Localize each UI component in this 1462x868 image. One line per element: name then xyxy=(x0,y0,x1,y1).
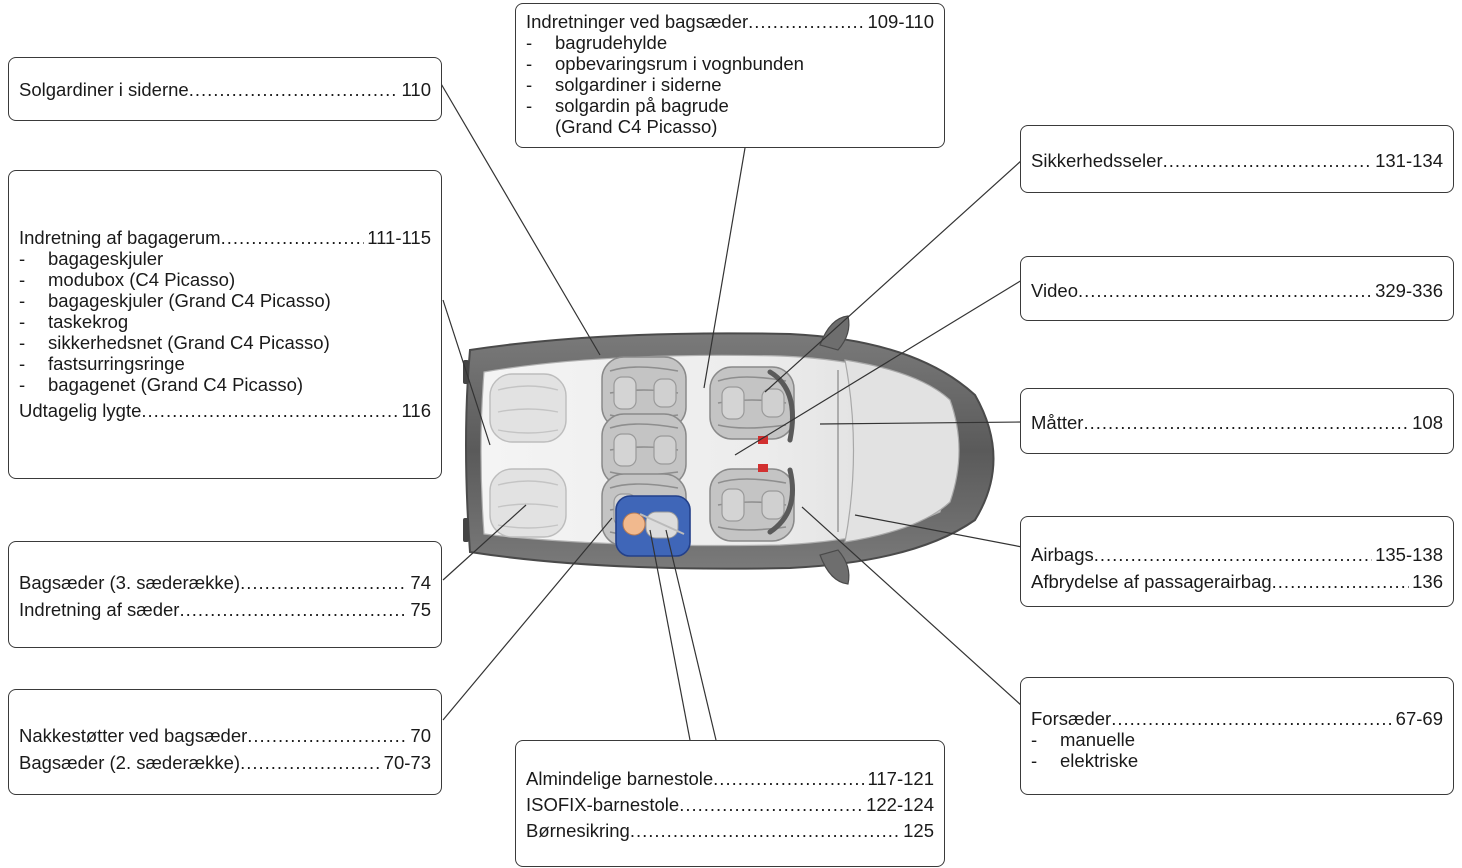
entry-page: 108 xyxy=(1412,412,1443,433)
entry-row: Bagsæder (3. sæderække) 74 xyxy=(19,572,431,593)
entry-page: 70 xyxy=(410,725,431,746)
entry-page: 70-73 xyxy=(383,752,431,773)
callout-barnestole: Almindelige barnestole 117-121 ISOFIX-bar… xyxy=(515,740,945,867)
entry-page: 136 xyxy=(1412,571,1443,592)
entry-row: Video 329-336 xyxy=(1031,280,1443,301)
entry-label: Indretninger ved bagsæder xyxy=(526,11,749,32)
entry-page: 125 xyxy=(903,820,934,841)
entry-page: 110 xyxy=(401,79,432,100)
sub-item: -sikkerhedsnet (Grand C4 Picasso) xyxy=(19,332,330,353)
entry-page: 75 xyxy=(410,599,431,620)
entry-label: ISOFIX-barnestole xyxy=(526,794,680,815)
entry-row: Udtagelig lygte 116 xyxy=(19,400,431,421)
entry-page: 122-124 xyxy=(866,794,934,815)
entry-row: ISOFIX-barnestole 122-124 xyxy=(526,794,934,815)
entry-row: Forsæder 67-69 xyxy=(1031,708,1443,729)
entry-row: Måtter 108 xyxy=(1031,412,1443,433)
entry-label: Afbrydelse af passagerairbag xyxy=(1031,571,1272,592)
entry-label: Solgardiner i siderne xyxy=(19,79,189,100)
entry-page: 109-110 xyxy=(867,11,934,32)
sub-item: -fastsurringsringe xyxy=(19,353,185,374)
entry-label: Børnesikring xyxy=(526,820,630,841)
entry-label: Indretning af bagagerum xyxy=(19,227,221,248)
entry-row: Solgardiner i siderne 110 xyxy=(19,79,431,100)
entry-label: Sikkerhedsseler xyxy=(1031,150,1163,171)
entry-label: Udtagelig lygte xyxy=(19,400,142,421)
callout-solgardiner: Solgardiner i siderne 110 xyxy=(8,57,442,121)
entry-row: Indretning af bagagerum 111-115 xyxy=(19,227,431,248)
leader-lines xyxy=(439,81,1023,741)
entry-row: Sikkerhedsseler 131-134 xyxy=(1031,150,1443,171)
entry-label: Almindelige barnestole xyxy=(526,768,714,789)
entry-row: Airbags 135-138 xyxy=(1031,544,1443,565)
entry-label: Nakkestøtter ved bagsæder xyxy=(19,725,248,746)
car-top-view xyxy=(463,315,995,585)
sub-item: -opbevaringsrum i vognbunden xyxy=(526,53,804,74)
sub-item: -bagagenet (Grand C4 Picasso) xyxy=(19,374,304,395)
callout-indretninger-bagsaeder: Indretninger ved bagsæder 109-110 -bagrud… xyxy=(515,3,945,148)
callout-bagsaeder-3: Bagsæder (3. sæderække) 74 Indretning af … xyxy=(8,541,442,648)
sub-item: -taskekrog xyxy=(19,311,129,332)
entry-label: Indretning af sæder xyxy=(19,599,180,620)
entry-row: Almindelige barnestole 117-121 xyxy=(526,768,934,789)
callout-nakkestotter: Nakkestøtter ved bagsæder 70 Bagsæder (2.… xyxy=(8,689,442,795)
entry-label: Måtter xyxy=(1031,412,1084,433)
entry-page: 131-134 xyxy=(1375,150,1443,171)
entry-page: 117-121 xyxy=(867,768,934,789)
entry-row: Bagsæder (2. sæderække) 70-73 xyxy=(19,752,431,773)
entry-page: 329-336 xyxy=(1375,280,1443,301)
callout-forsaeder: Forsæder 67-69 -manuelle -elektriske xyxy=(1020,677,1454,795)
entry-page: 116 xyxy=(401,400,432,421)
sub-item: -elektriske xyxy=(1031,750,1139,771)
entry-label: Bagsæder (2. sæderække) xyxy=(19,752,241,773)
entry-page: 74 xyxy=(410,572,431,593)
entry-row: Indretninger ved bagsæder 109-110 xyxy=(526,11,934,32)
entry-row: Afbrydelse af passagerairbag 136 xyxy=(1031,571,1443,592)
callout-indretning-bagagerum: Indretning af bagagerum 111-115 -bagagesk… xyxy=(8,170,442,479)
sub-item: -solgardin på bagrude xyxy=(526,95,729,116)
entry-page: 135-138 xyxy=(1375,544,1443,565)
entry-label: Forsæder xyxy=(1031,708,1112,729)
sub-item: -modubox (C4 Picasso) xyxy=(19,269,236,290)
sub-item: -bagrudehylde xyxy=(526,32,668,53)
entry-row: Indretning af sæder 75 xyxy=(19,599,431,620)
sub-item: -bagageskjuler xyxy=(19,248,164,269)
callout-sikkerhedsseler: Sikkerhedsseler 131-134 xyxy=(1020,125,1454,193)
callout-video: Video 329-336 xyxy=(1020,256,1454,321)
sub-item-continuation: (Grand C4 Picasso) xyxy=(555,116,718,137)
entry-label: Video xyxy=(1031,280,1078,301)
sub-item: -solgardiner i siderne xyxy=(526,74,722,95)
sub-item: -bagageskjuler (Grand C4 Picasso) xyxy=(19,290,331,311)
callout-airbags: Airbags 135-138 Afbrydelse af passagerair… xyxy=(1020,516,1454,607)
entry-page: 67-69 xyxy=(1395,708,1443,729)
entry-page: 111-115 xyxy=(367,227,431,248)
child-seat-icon xyxy=(615,495,691,557)
entry-row: Nakkestøtter ved bagsæder 70 xyxy=(19,725,431,746)
entry-label: Airbags xyxy=(1031,544,1094,565)
sub-item: -manuelle xyxy=(1031,729,1136,750)
callout-matter: Måtter 108 xyxy=(1020,388,1454,454)
entry-label: Bagsæder (3. sæderække) xyxy=(19,572,241,593)
entry-row: Børnesikring 125 xyxy=(526,820,934,841)
